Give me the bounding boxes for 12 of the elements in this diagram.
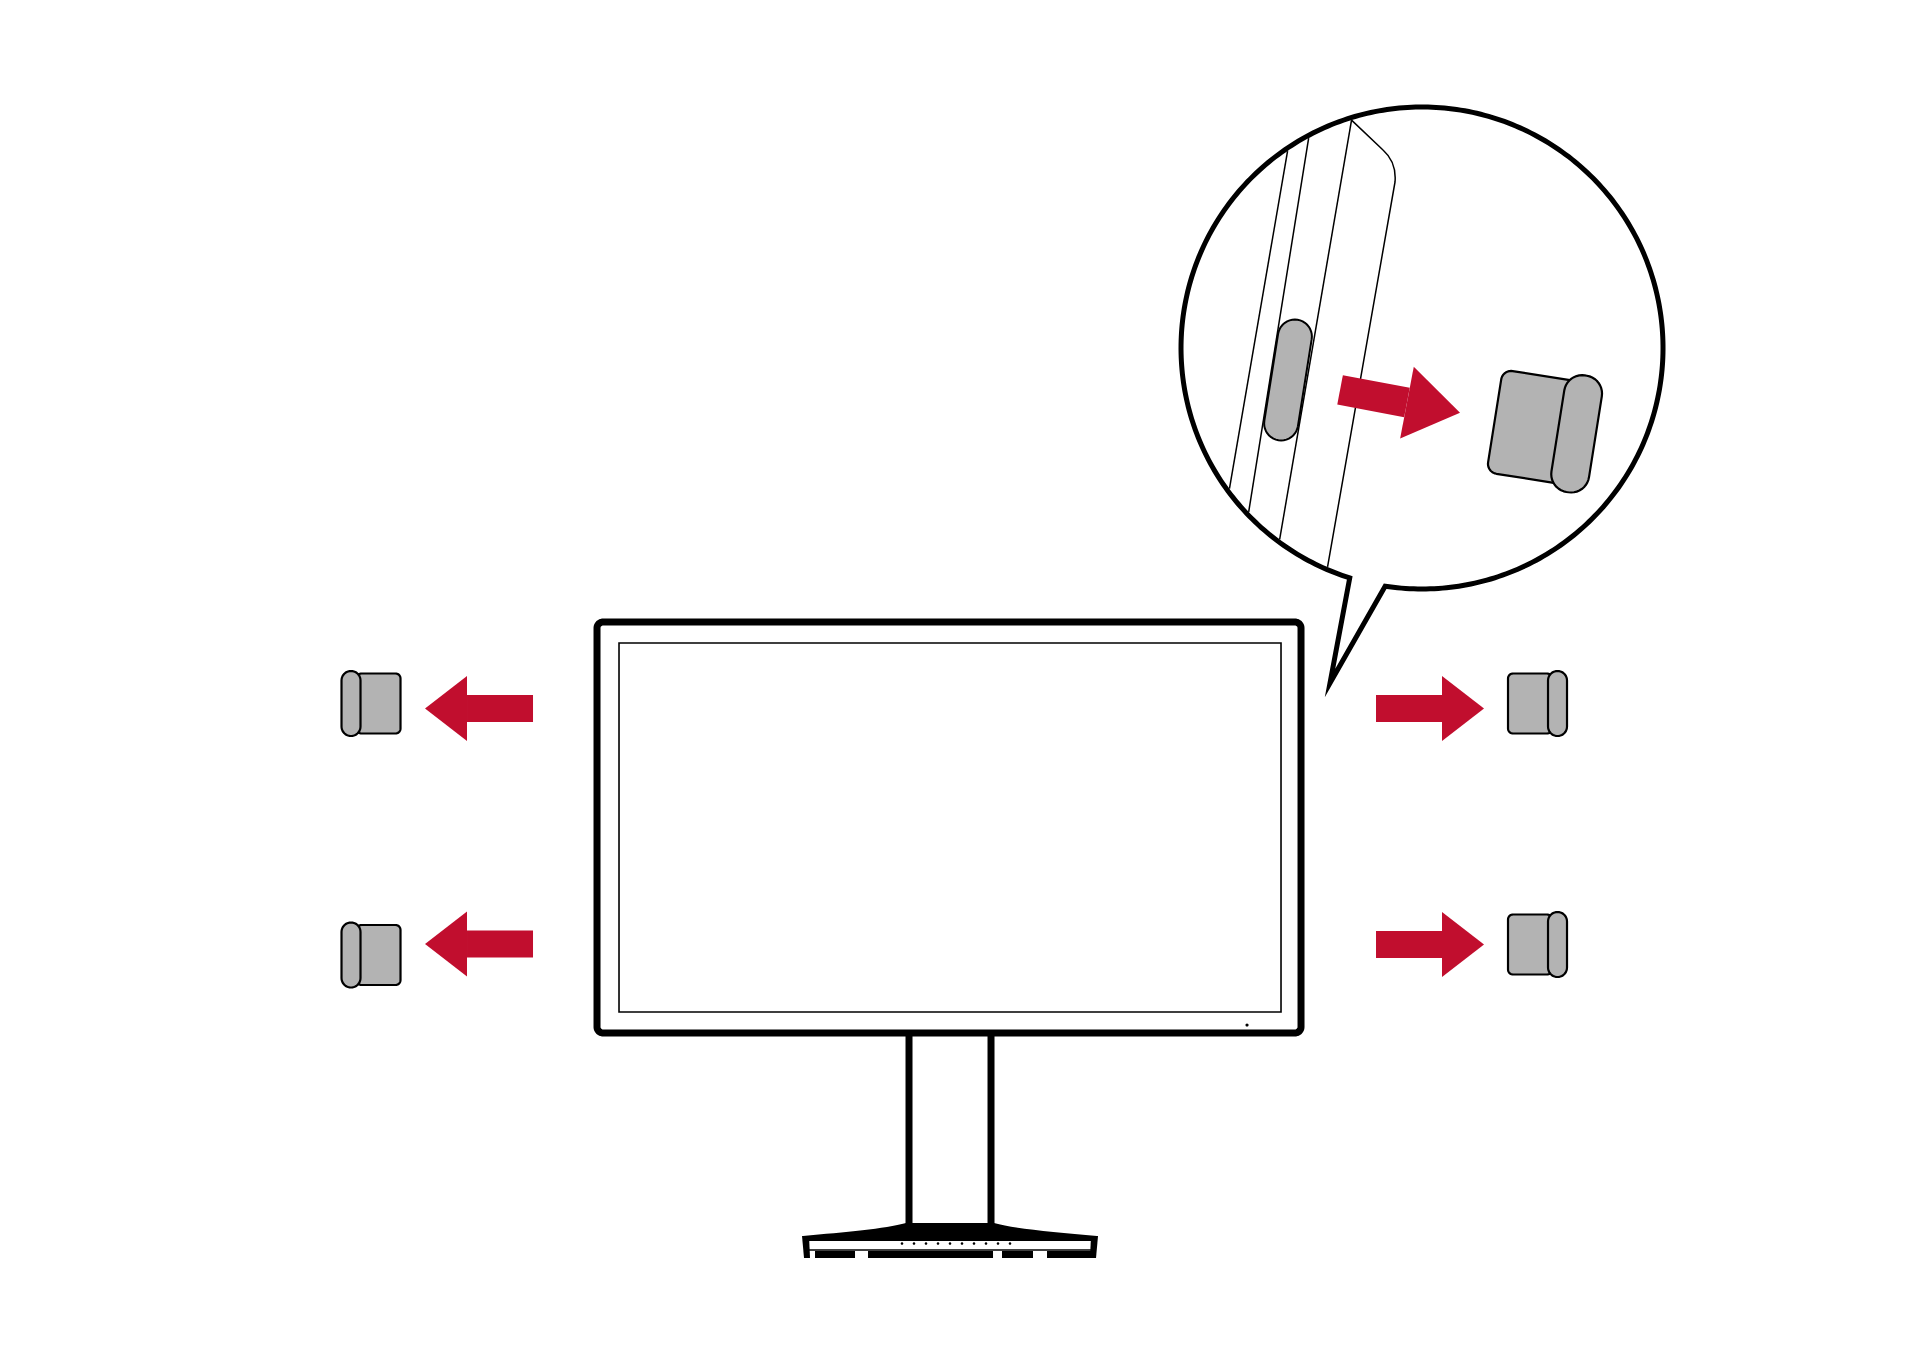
arrow bbox=[1376, 676, 1484, 741]
cover-cap bbox=[1506, 669, 1569, 738]
cover-cap bbox=[340, 669, 402, 738]
cover-cap bbox=[1263, 318, 1313, 442]
arrow bbox=[425, 676, 533, 741]
arrow bbox=[1337, 366, 1460, 439]
monitor bbox=[593, 618, 1305, 1258]
arrow bbox=[425, 911, 533, 977]
arrow bbox=[1376, 912, 1484, 977]
cover-cap bbox=[1486, 369, 1604, 494]
cover-cap bbox=[1506, 910, 1569, 979]
cover-cap bbox=[340, 921, 402, 989]
